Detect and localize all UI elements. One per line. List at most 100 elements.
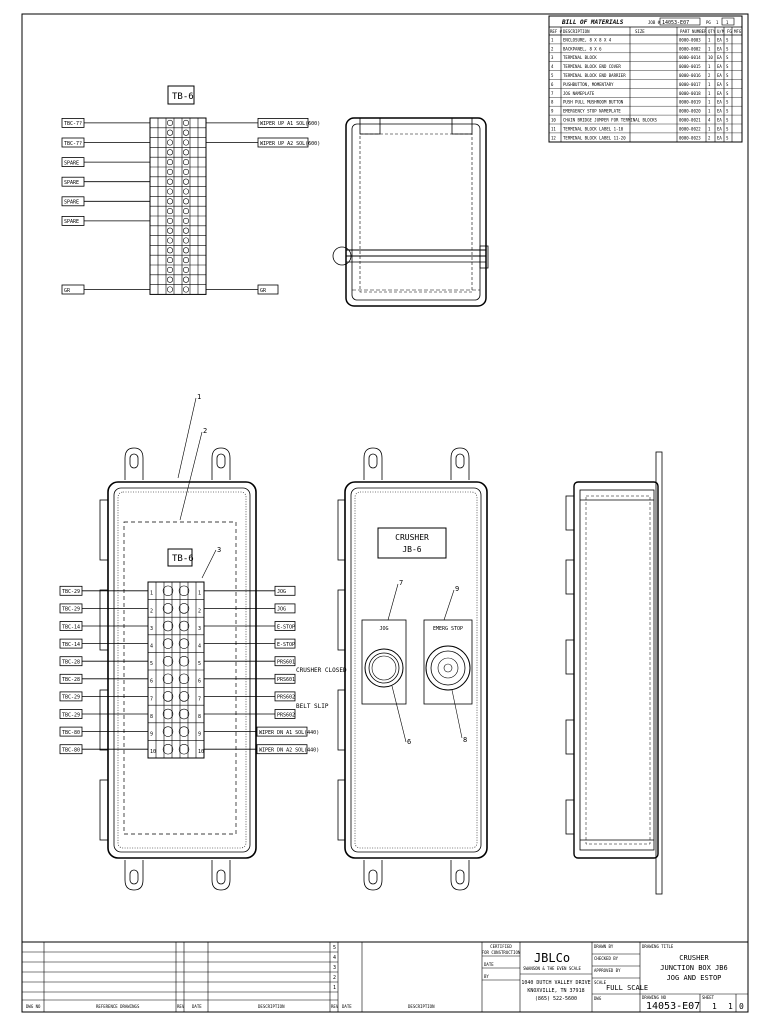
wire-label: WIPER DN A2 SOL(440) bbox=[259, 748, 319, 754]
revision-value: 0 bbox=[739, 1002, 744, 1011]
bom-header-ref: REF # bbox=[550, 29, 563, 34]
bom-cell: TERMINAL BLOCK END COVER bbox=[563, 64, 621, 69]
rev-number-1: 1 bbox=[333, 985, 336, 991]
hdr-dwg-no: DWG NO bbox=[26, 1004, 41, 1009]
company-logo: JBLCo bbox=[534, 951, 570, 965]
terminal-screw bbox=[166, 149, 174, 156]
terminal-number: 7 bbox=[198, 696, 201, 702]
sheet-value: 1 bbox=[712, 1002, 717, 1011]
wire-label: TBC-80 bbox=[62, 748, 80, 754]
bom-cell: 1 bbox=[708, 100, 711, 105]
bom-cell: S bbox=[726, 55, 729, 60]
terminal-number: 5 bbox=[150, 661, 153, 667]
bom-cell: 0000-0017 bbox=[679, 82, 701, 87]
terminal-screw bbox=[182, 129, 190, 136]
terminal-screw bbox=[166, 168, 174, 175]
bom-header-um: U/M bbox=[717, 29, 725, 34]
jog-pushbutton: JOG bbox=[361, 619, 407, 705]
terminal-number: 3 bbox=[198, 626, 201, 632]
terminal-screw bbox=[162, 655, 174, 667]
bom-cell: 6 bbox=[551, 82, 554, 87]
bom-cell: 11 bbox=[551, 126, 556, 131]
terminal-number: 3 bbox=[150, 626, 153, 632]
terminal-number: 1 bbox=[150, 591, 153, 597]
bom-cell: 0000-0020 bbox=[679, 109, 701, 114]
wire-label: PRS602 bbox=[277, 712, 295, 718]
wire-label: E-STOP bbox=[277, 624, 295, 630]
terminal-screw bbox=[166, 217, 174, 224]
terminal-number: 5 bbox=[198, 661, 201, 667]
terminal-number: 6 bbox=[150, 679, 153, 685]
terminal-screw bbox=[166, 247, 174, 254]
cert-date-label: DATE bbox=[484, 962, 494, 967]
bom-cell: 2 bbox=[551, 46, 554, 51]
callout-9: 9 bbox=[455, 585, 459, 593]
terminal-screw bbox=[182, 227, 190, 234]
bom-cell: 7 bbox=[551, 91, 554, 96]
wire-label: JOG bbox=[277, 589, 286, 595]
terminal-screw bbox=[182, 159, 190, 166]
terminal-screw bbox=[162, 638, 174, 649]
terminal-screw bbox=[182, 168, 190, 175]
terminal-number: 9 bbox=[198, 731, 201, 737]
terminal-number: 10 bbox=[198, 749, 204, 755]
terminal-screw bbox=[166, 159, 174, 166]
wire-label: PRS601 bbox=[277, 660, 295, 666]
approved-by-label: APPROVED BY bbox=[594, 968, 621, 973]
bom-cell: 1 bbox=[708, 64, 711, 69]
bom-cell: S bbox=[726, 64, 729, 69]
bom-cell: 0000-0022 bbox=[679, 126, 701, 131]
callout-3: 3 bbox=[217, 546, 221, 554]
terminal-screw bbox=[182, 247, 190, 254]
terminal-screw bbox=[166, 227, 174, 234]
bom-cell: TERMINAL BLOCK END BARRIER bbox=[563, 73, 626, 78]
bom-cell: 1 bbox=[551, 37, 554, 42]
enclosure-side-view bbox=[565, 451, 663, 895]
bom-cell: CHAIN BRIDGE JUMPER FOR TERMINAL BLOCKS bbox=[563, 118, 658, 123]
drawing-title-1: CRUSHER bbox=[679, 954, 709, 962]
wire-label: TBC-80 bbox=[62, 730, 80, 736]
bom-cell: 1 bbox=[708, 37, 711, 42]
terminal-screw bbox=[178, 691, 190, 702]
terminal-screw bbox=[182, 276, 190, 283]
terminal-screw bbox=[166, 257, 174, 264]
bom-cell: 0000-0018 bbox=[679, 91, 701, 96]
terminal-screw bbox=[182, 178, 190, 185]
bom-cell: EA bbox=[717, 135, 722, 140]
terminal-screw bbox=[166, 198, 174, 205]
hdr-description-right: DESCRIPTION bbox=[408, 1004, 435, 1009]
bom-cell: 0000-0016 bbox=[679, 73, 701, 78]
bom-cell: S bbox=[726, 46, 729, 51]
bom-cell: 1 bbox=[708, 126, 711, 131]
sheet-label: SHEET bbox=[702, 995, 715, 1000]
dwg-label: DWG bbox=[594, 996, 602, 1001]
terminal-screw bbox=[162, 708, 174, 720]
bill-of-materials: BILL OF MATERIALS JOB # 14053-E07 PG 1 1… bbox=[548, 15, 743, 143]
bom-cell: S bbox=[726, 91, 729, 96]
top-terminal-schematic: TB-6 TBC-7?TBC-7?SPARESPARESPARESPAREGR … bbox=[61, 85, 320, 295]
bom-cell: 4 bbox=[708, 118, 711, 123]
terminal-number: 6 bbox=[198, 679, 201, 685]
terminal-screw bbox=[162, 743, 174, 755]
enclosure-door-view: CRUSHER JB-6 JOG EMERG STOP 7 9 6 8 bbox=[337, 447, 488, 891]
bom-cell: EA bbox=[717, 46, 722, 51]
wire-label: TBC-29 bbox=[62, 607, 80, 613]
terminal-screw bbox=[178, 620, 190, 632]
wire-label: TBC-7? bbox=[64, 121, 82, 127]
cert-line1: CERTIFIED bbox=[490, 944, 512, 949]
rev-number-4: 4 bbox=[333, 955, 336, 961]
enclosure-top-view bbox=[332, 117, 489, 307]
terminal-number: 2 bbox=[198, 608, 201, 614]
bom-header-size: SIZE bbox=[635, 29, 645, 34]
bom-cell: 0000-0023 bbox=[679, 135, 701, 140]
wire-label: TBC-14 bbox=[62, 642, 80, 648]
bom-cell: 0000-0021 bbox=[679, 118, 701, 123]
wire-label: GR bbox=[64, 288, 71, 294]
estop-label: EMERG STOP bbox=[433, 626, 463, 632]
terminal-screw bbox=[166, 237, 174, 244]
terminal-screw bbox=[178, 638, 190, 649]
bom-cell: EA bbox=[717, 64, 722, 69]
